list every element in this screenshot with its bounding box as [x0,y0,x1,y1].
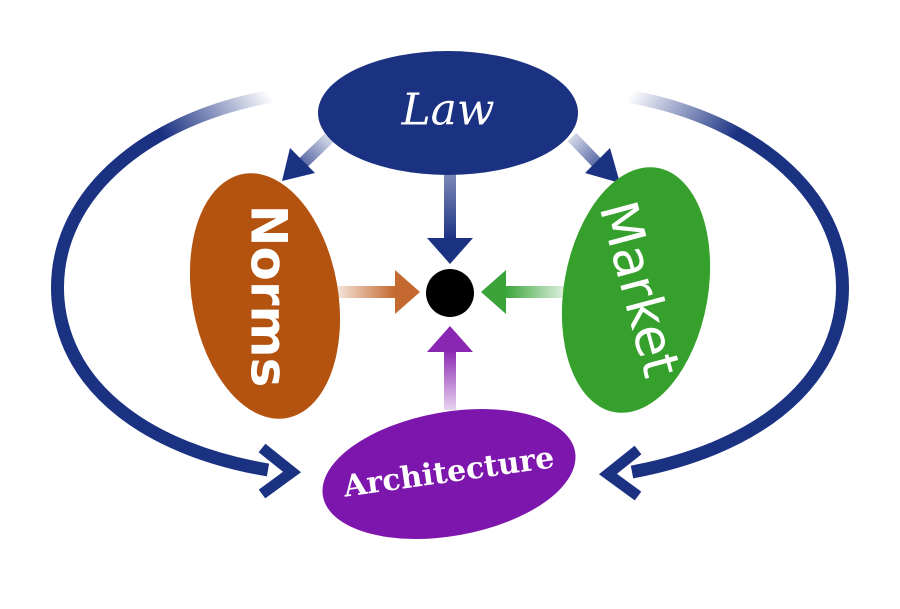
law-to-center-arrow [427,170,473,264]
law-label: Law [400,85,494,136]
norms-node: Norms [189,173,341,419]
law-node: Law [318,51,578,175]
law-to-market-arrow [567,132,620,183]
norms-label: Norms [240,205,298,388]
law-to-norms-arrow [282,132,335,181]
law-to-architecture-left-arrow [51,89,302,499]
law-to-architecture-right-arrow [598,89,849,501]
regulated-object-dot [426,269,474,317]
norms-to-center-arrow [335,270,420,314]
market-node: Market [561,167,711,413]
architecture-to-center-arrow [427,326,473,410]
market-to-center-arrow [481,270,567,314]
architecture-node: Architecture [322,409,576,539]
